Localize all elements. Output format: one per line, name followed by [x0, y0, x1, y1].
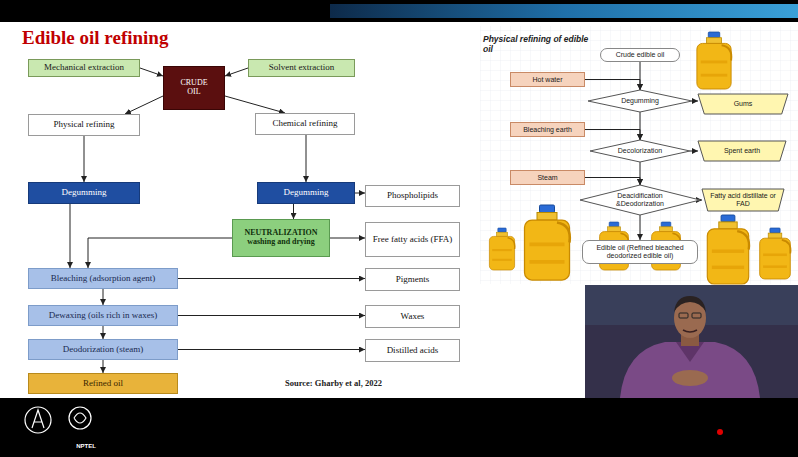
- process-diamond: Degumming: [588, 90, 692, 112]
- process-box: Degumming: [257, 182, 355, 204]
- node-text: Dewaxing (oils rich in waxes): [49, 311, 157, 321]
- institute-logos: [25, 407, 91, 433]
- node-text: Deodorization (steam): [63, 345, 144, 355]
- node-text: Chemical refining: [272, 119, 337, 129]
- flow-arrow: [103, 289, 104, 305]
- node-text: Bleaching (adsorption agent): [51, 274, 155, 284]
- node-text: Free fatty acids (FFA): [373, 235, 453, 245]
- flow-arrow: [585, 178, 640, 186]
- presenter-video: [585, 285, 798, 398]
- node-text: Decolorization: [618, 147, 662, 155]
- node-text: Deacidification &Deodorization: [608, 192, 672, 207]
- flow-arrow: [140, 68, 163, 76]
- flow-arrow: [103, 360, 104, 373]
- node-text: Phospholipids: [387, 191, 438, 201]
- node-text: Waxes: [401, 312, 425, 322]
- node-text: Degumming: [284, 188, 329, 198]
- terminal-box: Crude edible oil: [600, 48, 680, 62]
- node-text: Edible oil (Refined bleached deodorized …: [587, 244, 693, 259]
- flow-arrow: [306, 135, 307, 182]
- flow-arrow: [355, 193, 365, 194]
- byproduct-box: Distilled acids: [365, 339, 460, 362]
- flow-arrow: [640, 215, 641, 240]
- terminal-box: Edible oil (Refined bleached deodorized …: [582, 240, 698, 264]
- byproduct-box: Free fatty acids (FFA): [365, 222, 460, 257]
- node-text: Fatty acid distillate or FAD: [710, 192, 776, 207]
- node-text: Bleaching earth: [523, 126, 572, 134]
- byproduct-shape: Spent earth: [698, 141, 786, 161]
- node-text: Spent earth: [724, 147, 760, 155]
- node-text: Hot water: [533, 76, 563, 84]
- process-box: Deodorization (steam): [28, 339, 178, 360]
- byproduct-box: Phospholipids: [365, 185, 460, 207]
- bottom-bar: [0, 398, 798, 457]
- flow-arrow: [692, 101, 698, 102]
- flow-arrow: [293, 204, 294, 219]
- flow-arrow: [178, 315, 365, 316]
- byproduct-box: Pigments: [365, 268, 460, 291]
- route-box: Chemical refining: [255, 113, 355, 135]
- node-text: Pigments: [396, 275, 430, 285]
- process-box: NEUTRALIZATION washing and drying: [232, 219, 330, 257]
- top-bar: [0, 0, 798, 22]
- node-text: Refined oil: [83, 379, 123, 389]
- recording-dot: [717, 429, 723, 435]
- crude-oil-box: CRUDE OIL: [163, 66, 225, 110]
- input-box: Steam: [510, 170, 585, 185]
- node-text: Solvent extraction: [269, 63, 335, 73]
- process-box: Bleaching (adsorption agent): [28, 268, 178, 289]
- flow-arrow: [178, 349, 365, 350]
- flow-arrow: [178, 278, 365, 279]
- grid-panel: [480, 26, 798, 284]
- top-band: [330, 4, 798, 18]
- input-box: Bleaching earth: [510, 122, 585, 137]
- source-box: Mechanical extraction: [28, 59, 140, 77]
- flow-arrow: [88, 238, 232, 268]
- byproduct-box: Waxes: [365, 305, 460, 328]
- node-text: Physical refining: [53, 120, 114, 130]
- node-text: Mechanical extraction: [44, 63, 124, 73]
- panel-heading: Physical refining of edible oil: [483, 35, 595, 55]
- product-box: Refined oil: [28, 373, 178, 394]
- flow-arrow: [330, 238, 365, 239]
- flow-arrow: [585, 130, 640, 141]
- byproduct-shape: Fatty acid distillate or FAD: [702, 189, 784, 211]
- node-text: Degumming: [62, 188, 107, 198]
- oil-bottles: [489, 32, 790, 284]
- flow-arrow: [700, 200, 702, 201]
- source-note: Source: Gharby et al, 2022: [285, 379, 445, 389]
- slide-title: Edible oil refining: [22, 27, 168, 49]
- node-text: Distilled acids: [387, 346, 439, 356]
- node-text: CRUDE OIL: [174, 79, 214, 97]
- route-box: Physical refining: [28, 114, 140, 136]
- process-box: Degumming: [28, 182, 140, 204]
- flow-arrow: [103, 326, 104, 339]
- flow-arrow: [225, 68, 248, 76]
- source-box: Solvent extraction: [248, 59, 355, 77]
- flow-arrow: [225, 96, 285, 113]
- flow-arrow: [585, 80, 640, 91]
- flow-arrow: [690, 151, 698, 152]
- process-diamond: Deacidification &Deodorization: [580, 185, 700, 215]
- process-diamond: Decolorization: [590, 140, 690, 162]
- flow-arrow: [84, 136, 85, 182]
- node-text: Degumming: [621, 97, 659, 105]
- flow-arrow: [70, 204, 71, 268]
- node-text: Gums: [734, 100, 753, 108]
- byproduct-shape: Gums: [698, 94, 788, 114]
- node-text: Crude edible oil: [616, 51, 665, 59]
- process-box: Dewaxing (oils rich in waxes): [28, 305, 178, 326]
- logo-caption: NPTEL: [66, 443, 106, 450]
- node-text: Steam: [537, 174, 557, 182]
- input-box: Hot water: [510, 72, 585, 87]
- node-text: NEUTRALIZATION washing and drying: [237, 229, 325, 247]
- flow-arrow: [125, 96, 163, 114]
